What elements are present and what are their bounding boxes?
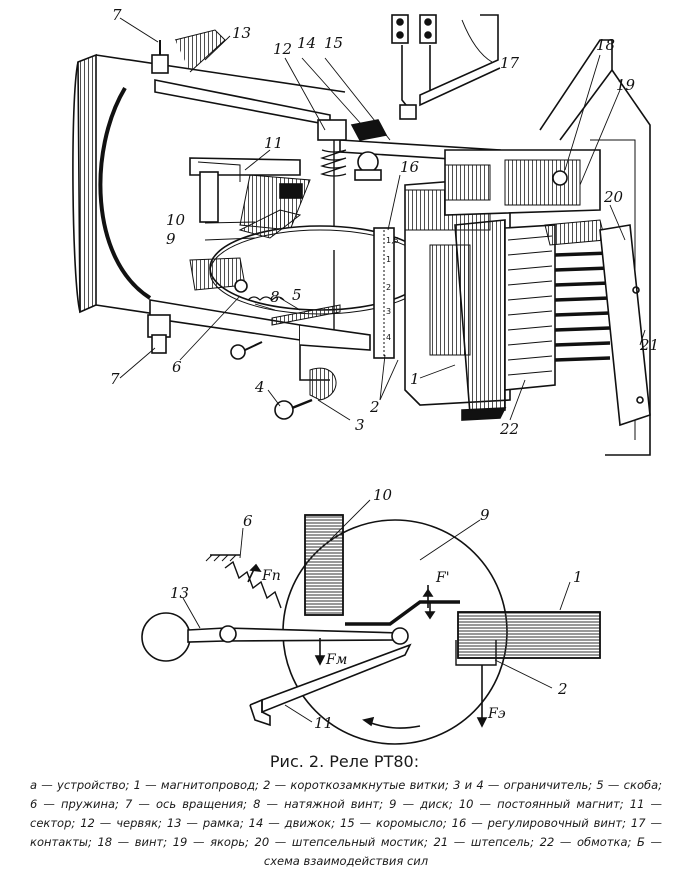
label-6-top: 6 (172, 358, 182, 376)
label-22-top: 22 (499, 420, 519, 438)
shorted-turn-2 (455, 640, 497, 666)
label-13-top: 13 (232, 24, 251, 42)
label-3-top: 3 (355, 416, 365, 434)
force-label-fprime: F' (435, 570, 450, 586)
label-13-bottom: 13 (170, 584, 189, 602)
label-18-top: 18 (596, 36, 615, 54)
label-16-top: 16 (400, 158, 420, 176)
adjust-screw-16 (373, 227, 395, 359)
coil-22 (504, 224, 556, 391)
label-9-top: 9 (166, 230, 176, 248)
core-1-schematic (457, 611, 601, 659)
relay-diagram: 1,5 1 2 3 4 7 13 12 14 15 17 18 19 11 16… (72, 6, 659, 745)
worm-12 (317, 119, 382, 245)
figure-legend: а — устройство; 1 — магнитопровод; 2 — к… (30, 778, 662, 868)
label-11-top: 11 (264, 134, 283, 152)
label-9-bottom: 9 (480, 506, 490, 524)
counterweight (141, 612, 191, 662)
label-20-top: 20 (603, 188, 624, 206)
contacts-17 (391, 14, 501, 120)
scale-tick-4: 4 (386, 333, 391, 342)
magnet-10-schematic (304, 514, 344, 616)
bottom-leader-lines (182, 499, 571, 723)
leader-lines (119, 35, 646, 421)
scale-tick-1-5: 1,5 (386, 236, 399, 245)
force-arrows (247, 563, 488, 729)
force-schematic (141, 514, 601, 745)
label-21-top: 21 (639, 336, 659, 354)
scale-tick-1: 1 (386, 255, 391, 264)
force-label-fp: Fп (261, 568, 281, 584)
top-labels: 7 13 12 14 15 17 18 19 11 16 10 9 20 8 5… (110, 6, 659, 438)
sector-11-bar (345, 600, 460, 626)
spring-6 (224, 560, 282, 609)
label-7-top: 7 (112, 6, 122, 24)
force-label-fe: Fэ (487, 706, 506, 722)
label-17-top: 17 (500, 54, 520, 72)
label-1-top: 1 (410, 370, 420, 388)
scale-tick-2: 2 (386, 283, 391, 292)
figure-caption-title: Рис. 2. Реле РТ80: (269, 752, 420, 771)
force-label-fm: Fм (325, 652, 347, 668)
label-2-top: 2 (369, 398, 380, 416)
label-5-top: 5 (292, 286, 302, 304)
label-6-bottom: 6 (243, 512, 253, 530)
label-15-top: 15 (324, 34, 343, 52)
device-drawing (72, 14, 651, 456)
label-10-top: 10 (166, 211, 186, 229)
scale-tick-3: 3 (386, 307, 391, 316)
label-7-bottom: 7 (110, 370, 120, 388)
label-10-bottom: 10 (373, 486, 393, 504)
slider-14 (350, 119, 388, 141)
label-2-bottom: 2 (557, 680, 568, 698)
bottom-labels: 10 9 6 13 1 2 11 Fп F' Fм Fэ (170, 486, 583, 732)
axis-top (119, 17, 169, 74)
lower-arm (147, 257, 371, 420)
label-12-top: 12 (273, 40, 292, 58)
magnetic-core-1 (404, 177, 511, 421)
label-14-top: 14 (297, 34, 316, 52)
handle-18 (539, 39, 613, 141)
label-8-top: 8 (270, 288, 280, 306)
plug-bridge-20 (599, 224, 651, 427)
label-11-bottom: 11 (314, 714, 333, 732)
label-19-top: 19 (616, 76, 636, 94)
plug-pins-21 (554, 251, 611, 362)
label-4-top: 4 (254, 378, 265, 396)
label-1-bottom: 1 (573, 568, 583, 586)
armature-19 (444, 149, 606, 246)
frame-13-bar (154, 79, 331, 126)
scale: 1,5 1 2 3 4 (386, 236, 399, 342)
